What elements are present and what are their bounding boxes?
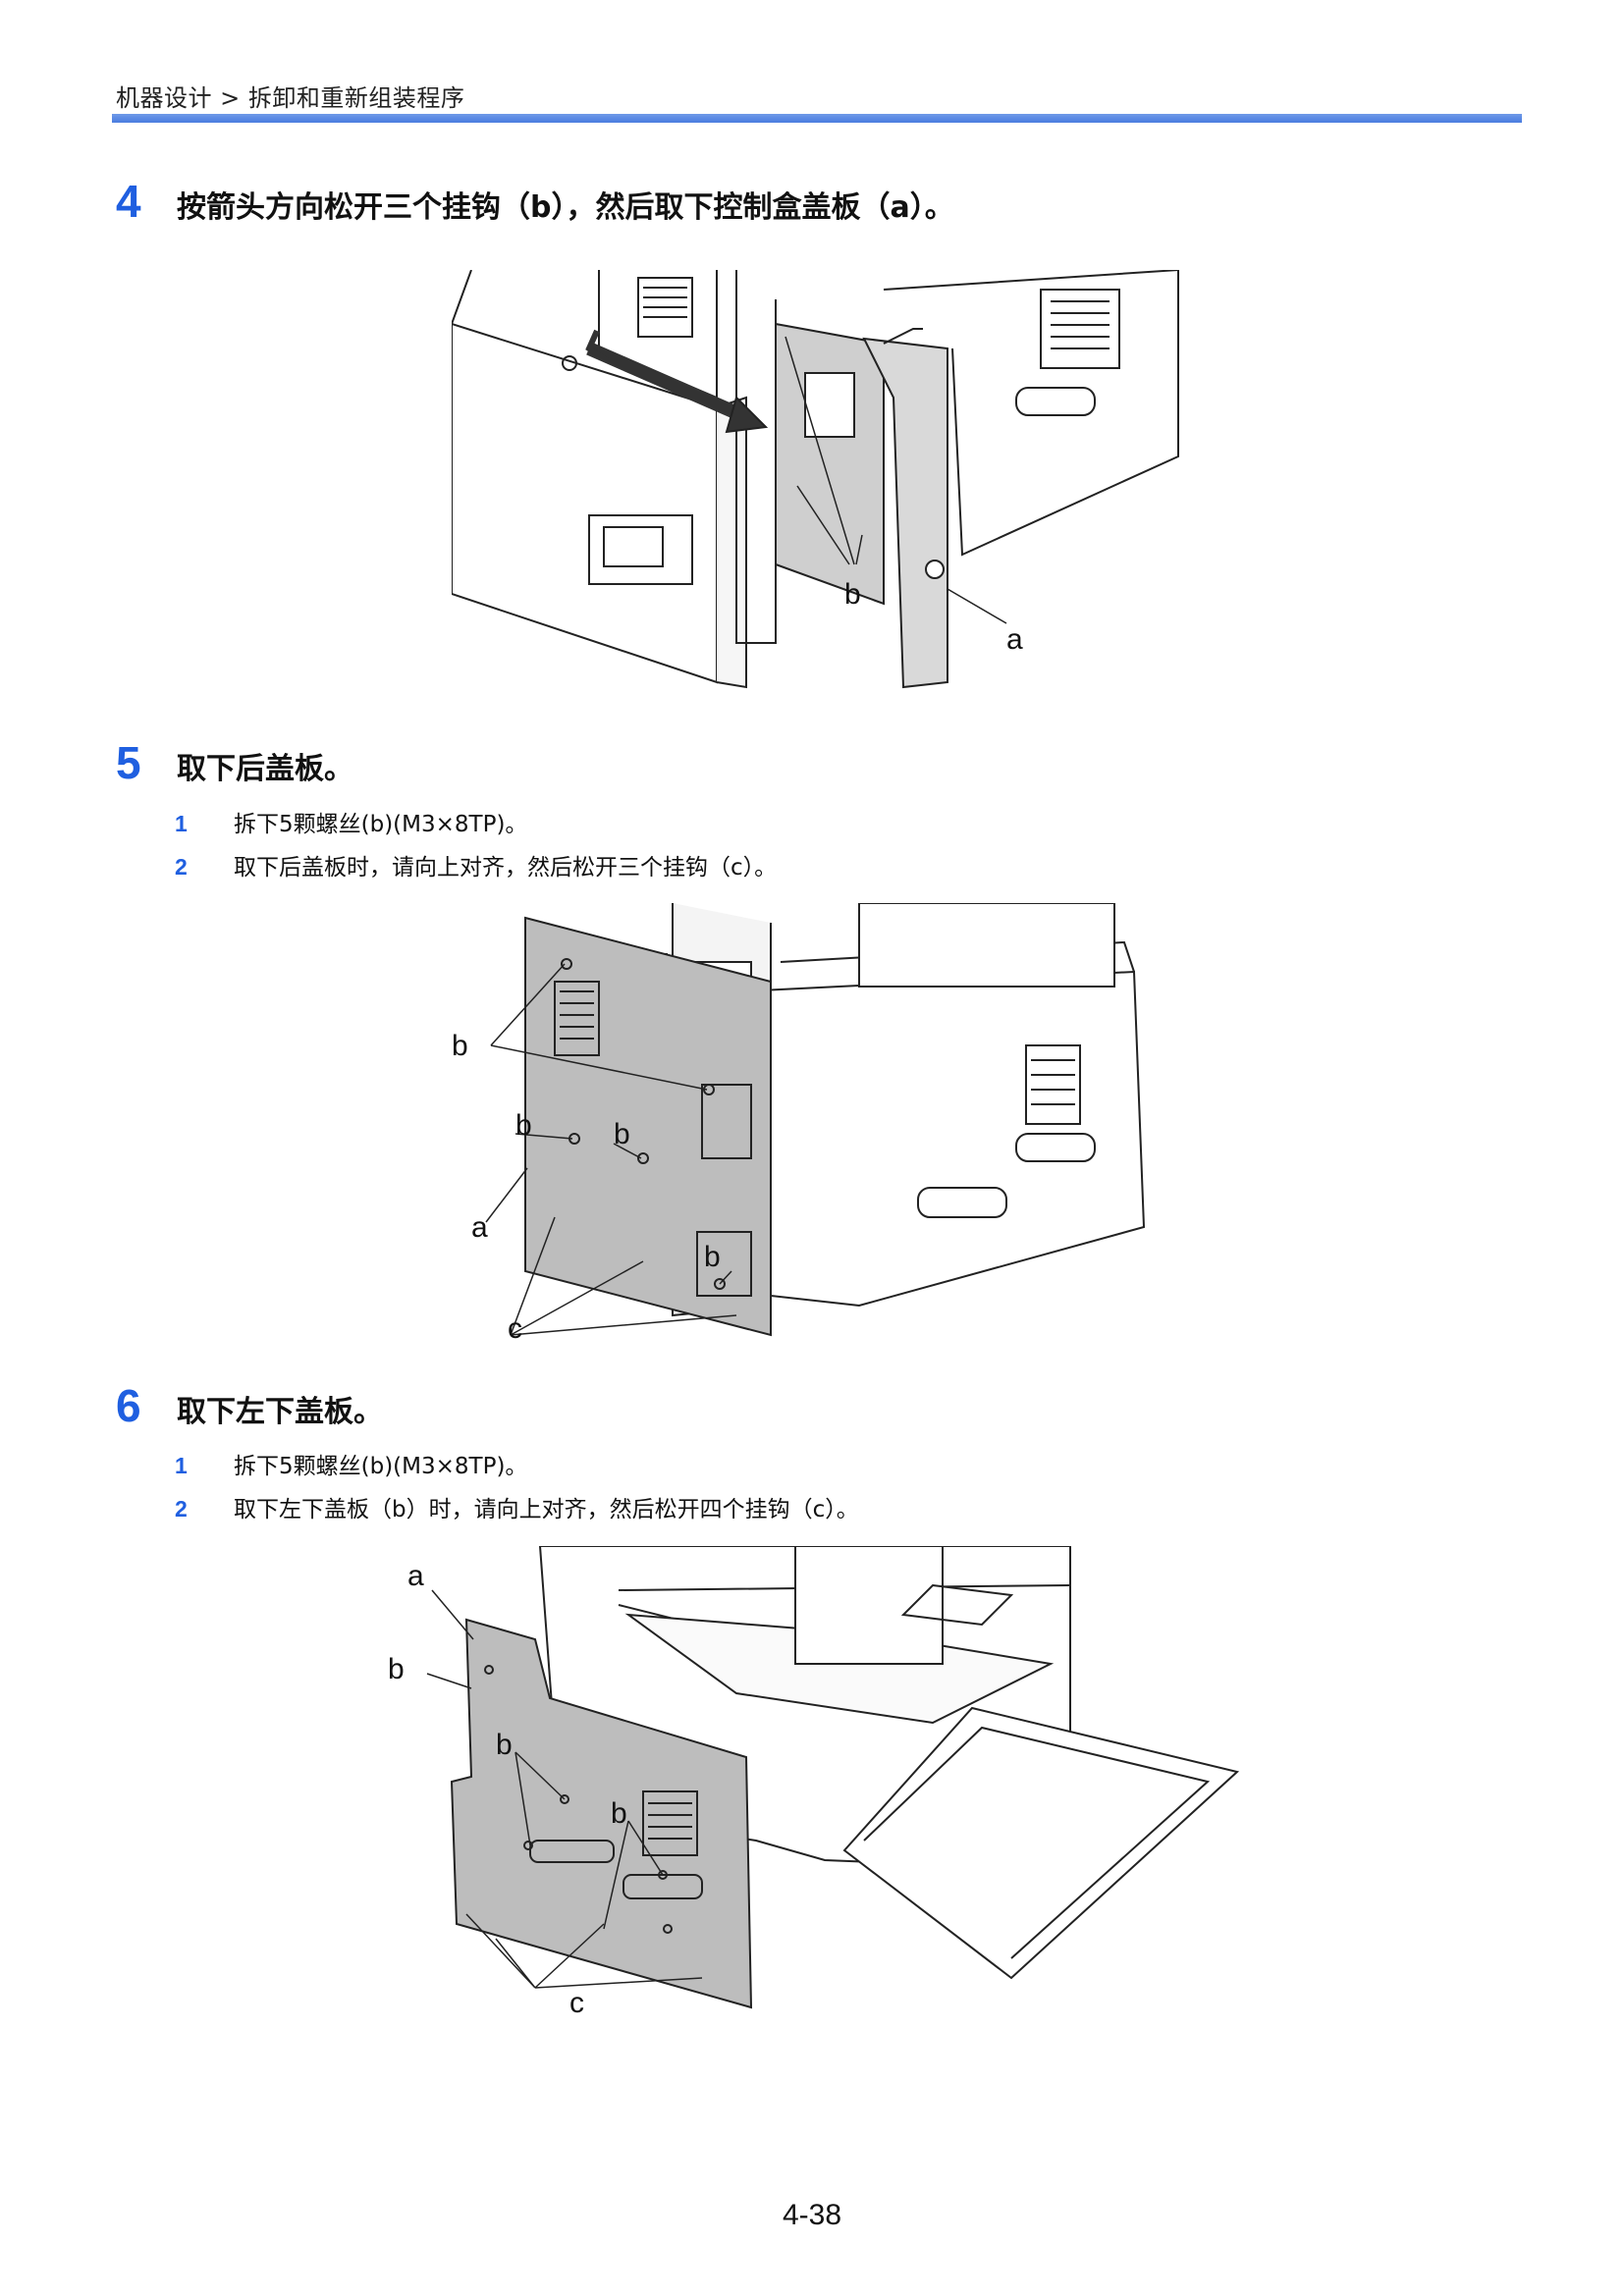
substep-6-1: 1 拆下5颗螺丝(b)(M3×8TP)。 (175, 1447, 527, 1480)
label-b: b (496, 1729, 513, 1761)
substep-5-2: 2 取下后盖板时，请向上对齐，然后松开三个挂钩（c）。 (175, 848, 777, 881)
substep-number: 2 (175, 1496, 188, 1522)
label-c: c (569, 1987, 584, 2017)
label-a: a (471, 1211, 488, 1244)
label-a: a (407, 1560, 424, 1592)
substep-number: 1 (175, 811, 188, 836)
step-number: 6 (116, 1380, 141, 1431)
label-a: a (1006, 623, 1023, 656)
label-b: b (452, 1030, 468, 1062)
page-number: 4-38 (782, 2199, 842, 2231)
figure-rear-cover: b b b a b c (447, 903, 1154, 1345)
substep-text: 拆下5颗螺丝(b)(M3×8TP)。 (234, 812, 528, 837)
label-c: c (508, 1312, 522, 1345)
substep-number: 2 (175, 854, 188, 880)
figure-left-lower-cover: a b b b c (383, 1546, 1247, 2017)
step-4: 4 按箭头方向松开三个挂钩（b），然后取下控制盒盖板（a）。 (116, 175, 954, 228)
substep-text: 取下左下盖板（b）时，请向上对齐，然后松开四个挂钩（c）。 (234, 1497, 859, 1522)
step-title: 取下后盖板。 (177, 752, 353, 786)
substep-text: 拆下5颗螺丝(b)(M3×8TP)。 (234, 1454, 528, 1479)
step-title: 取下左下盖板。 (177, 1395, 383, 1429)
substep-number: 1 (175, 1453, 188, 1478)
label-b: b (704, 1241, 721, 1273)
step-5: 5 取下后盖板。 (116, 736, 353, 789)
step-number: 4 (116, 176, 141, 227)
label-b: b (388, 1653, 405, 1685)
label-b: b (614, 1118, 630, 1150)
label-b: b (515, 1109, 532, 1142)
substep-text: 取下后盖板时，请向上对齐，然后松开三个挂钩（c）。 (234, 855, 778, 881)
figure-control-box-cover: b a (452, 270, 1198, 702)
label-b: b (844, 578, 861, 611)
breadcrumb: 机器设计 > 拆卸和重新组装程序 (116, 84, 465, 112)
step-title: 按箭头方向松开三个挂钩（b），然后取下控制盒盖板（a）。 (177, 190, 954, 225)
label-b: b (611, 1797, 627, 1830)
substep-6-2: 2 取下左下盖板（b）时，请向上对齐，然后松开四个挂钩（c）。 (175, 1490, 859, 1523)
substep-5-1: 1 拆下5颗螺丝(b)(M3×8TP)。 (175, 805, 527, 838)
header-rule (112, 114, 1522, 123)
step-number: 5 (116, 737, 141, 788)
step-6: 6 取下左下盖板。 (116, 1379, 383, 1432)
